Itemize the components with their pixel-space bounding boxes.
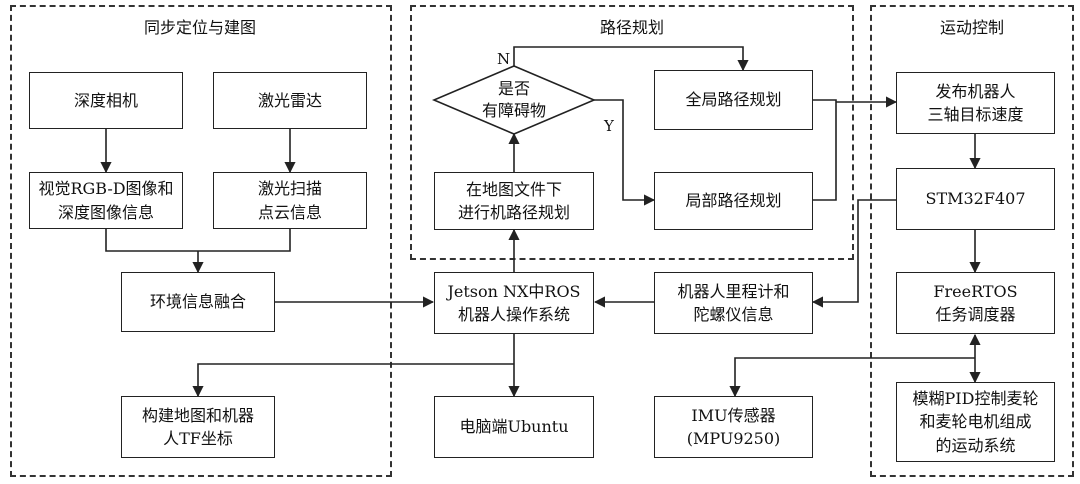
- motion-control-region: [870, 5, 1074, 477]
- imu-box: IMU传感器(MPU9250): [654, 396, 813, 458]
- pc-ubuntu-box: 电脑端Ubuntu: [434, 396, 594, 458]
- decision-diamond: [431, 65, 597, 135]
- planning-region: [410, 5, 854, 260]
- local-path-box: 局部路径规划: [654, 172, 813, 230]
- odom-gyro-box: 机器人里程计和陀螺仪信息: [654, 272, 813, 334]
- env-fusion-box: 环境信息融合: [121, 272, 275, 332]
- global-path-box: 全局路径规划: [654, 70, 813, 130]
- laser-scan-box: 激光扫描点云信息: [213, 172, 367, 229]
- depth-camera-box: 深度相机: [29, 72, 183, 129]
- arrow-freertos-to-imu: [729, 357, 975, 398]
- publish-velocity-box: 发布机器人三轴目标速度: [896, 72, 1055, 134]
- arrow-yes-to-local: [594, 99, 656, 206]
- arrow-sensors-to-fusion: [105, 228, 291, 252]
- arrow-stm32-to-odom: [811, 199, 896, 308]
- map-planning-box: 在地图文件下进行机路径规划: [434, 172, 594, 230]
- slam-region-title: 同步定位与建图: [143, 18, 256, 37]
- lidar-box: 激光雷达: [213, 72, 367, 129]
- rgbd-info-box: 视觉RGB-D图像和深度图像信息: [29, 172, 183, 229]
- motion-control-region-title: 运动控制: [939, 18, 1004, 37]
- decision-yes-label: Y: [604, 117, 614, 135]
- arrow-jetson-to-map-tf: [192, 363, 514, 398]
- arrow-global-local-to-velocity: [813, 99, 837, 201]
- obstacle-decision-text: 是否有障碍物: [481, 79, 546, 120]
- fuzzy-pid-box: 模糊PID控制麦轮和麦轮电机组成的运动系统: [896, 382, 1055, 462]
- map-tf-box: 构建地图和机器人TF坐标: [121, 396, 275, 458]
- planning-region-title: 路径规划: [599, 18, 664, 37]
- slam-region: [10, 5, 392, 477]
- decision-no-label: N: [497, 50, 511, 68]
- stm32-box: STM32F407: [896, 168, 1055, 230]
- arrow-no-to-global: [513, 46, 749, 72]
